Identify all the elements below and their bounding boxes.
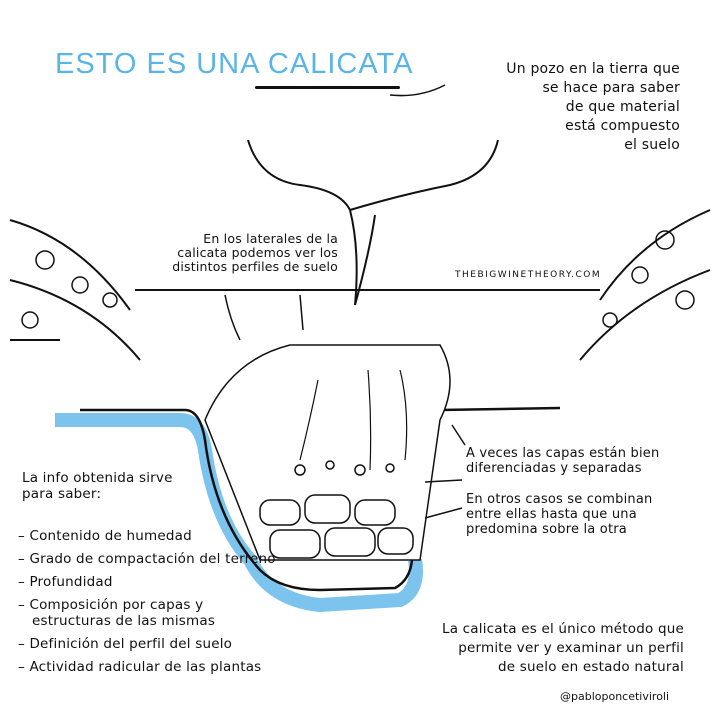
definition-line: se hace para saber [542, 80, 680, 96]
conclusion-line: permite ver y examinar un perfil [458, 640, 684, 656]
vine-roots [299, 369, 408, 471]
conclusion-line: de suelo en estado natural [498, 659, 684, 675]
definition-line: el suelo [624, 137, 680, 153]
stones [259, 460, 414, 559]
note-line: diferenciadas y separadas [466, 461, 642, 476]
note-line: A veces las capas están bien [466, 446, 660, 461]
slope-rocks [21, 230, 695, 329]
intro-line: La info obtenida sirve [22, 470, 173, 486]
watermark: THEBIGWINETHEORY.COM [455, 270, 602, 280]
info-item: – Composición por capas y estructuras de… [18, 597, 216, 629]
note-line: distintos perfiles de suelo [172, 259, 338, 274]
note-line: predomina sobre la otra [466, 522, 627, 537]
left-slope [9, 219, 141, 361]
definition-line: está compuesto [565, 118, 680, 134]
layers-note-1: A veces las capas están bien diferenciad… [466, 446, 659, 476]
info-item: – Profundidad [18, 574, 113, 590]
vine-trunk [247, 139, 499, 306]
note-line: En otros casos se combinan [466, 492, 653, 507]
note-line: En los laterales de la [203, 231, 338, 246]
right-slope [579, 209, 711, 361]
arrows [224, 84, 466, 519]
info-item: – Actividad radicular de las plantas [18, 659, 262, 675]
info-intro: La info obtenida sirve para saber: [22, 470, 173, 502]
info-item: – Grado de compactación del terreno [18, 551, 276, 567]
author-handle: @pabloponcetiviroli [560, 690, 670, 703]
intro-line: para saber: [22, 486, 102, 502]
info-item: – Definición del perfil del suelo [18, 636, 233, 652]
note-line: entre ellas hasta que una [466, 507, 637, 522]
info-list: – Contenido de humedad – Grado de compac… [18, 528, 278, 682]
definition-line: de que material [565, 99, 680, 115]
soil-profile [204, 344, 451, 561]
note-line: calicata podemos ver los [177, 245, 338, 260]
laterals-note: En los laterales de la calicata podemos … [140, 232, 338, 274]
pit-blue-outline [55, 413, 423, 613]
conclusion-text: La calicata es el único método que permi… [442, 620, 684, 677]
definition-line: Un pozo en la tierra que [506, 61, 680, 77]
title-underline [255, 86, 400, 89]
definition-text: Un pozo en la tierra que se hace para sa… [506, 60, 680, 155]
page-title: ESTO ES UNA CALICATA [55, 48, 414, 80]
layers-note-2: En otros casos se combinan entre ellas h… [466, 492, 652, 537]
conclusion-line: La calicata es el único método que [441, 621, 684, 637]
info-item: – Contenido de humedad [18, 528, 192, 544]
